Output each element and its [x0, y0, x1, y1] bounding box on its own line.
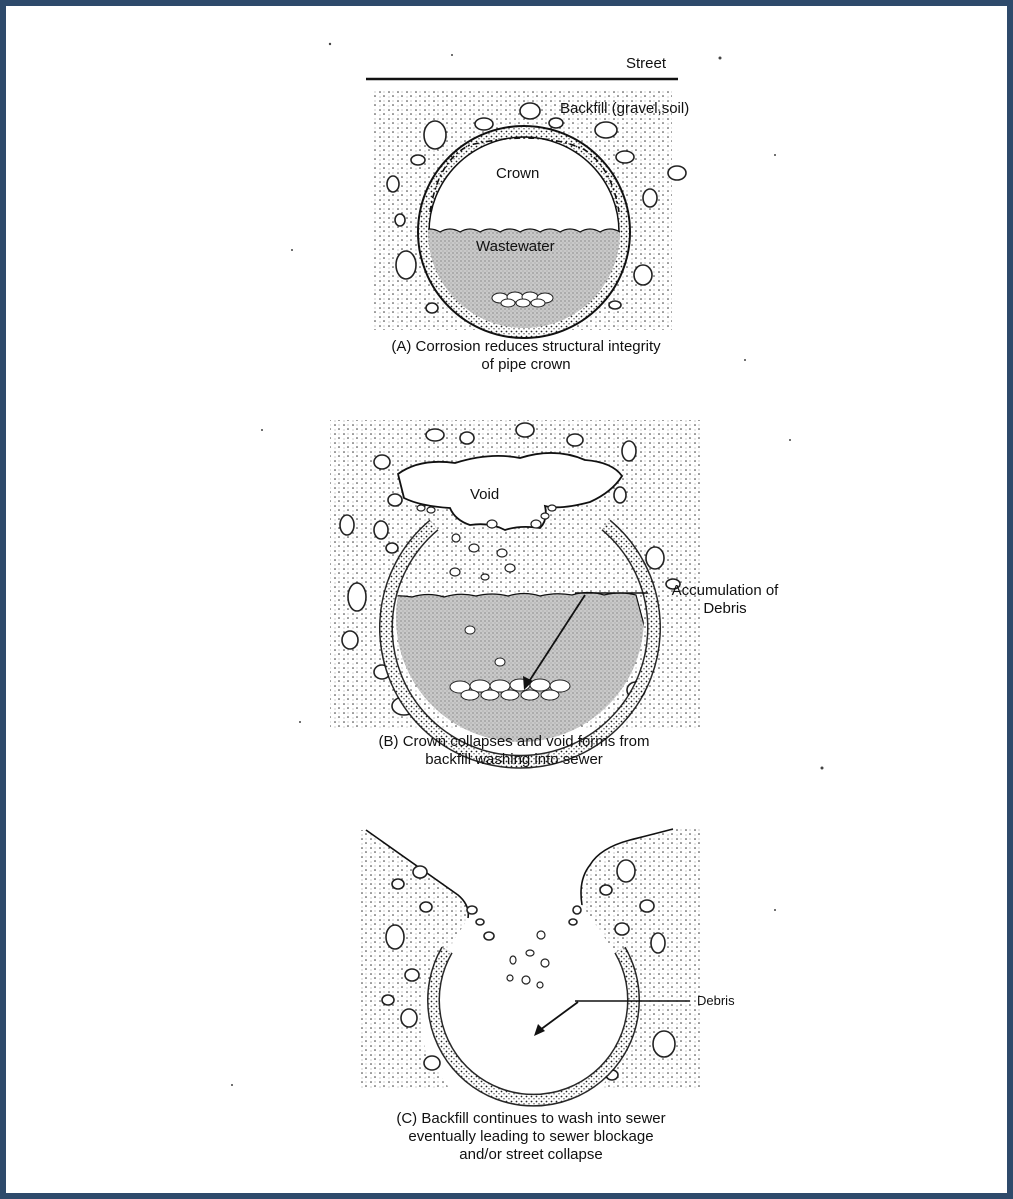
caption-c: (C) Backfill continues to wash into sewe…	[368, 1110, 694, 1164]
panel-a	[366, 79, 686, 340]
accumulation-label: Accumulation of Debris	[650, 582, 800, 618]
street-label: Street	[626, 55, 666, 73]
debris-label: Debris	[697, 992, 735, 1010]
caption-c-line2: eventually leading to sewer blockage	[368, 1128, 694, 1146]
caption-b: (B) Crown collapses and void forms from …	[318, 733, 710, 769]
crown-label: Crown	[496, 165, 539, 183]
caption-c-line1: (C) Backfill continues to wash into sewe…	[368, 1110, 694, 1128]
pipe-wall-c-fill	[433, 950, 633, 1100]
accumulation-label-line1: Accumulation of	[650, 582, 800, 600]
debris-arrowhead	[534, 1024, 545, 1036]
panel-c	[360, 829, 700, 1100]
void-label: Void	[470, 486, 499, 504]
debris-leader-arrow	[540, 1002, 578, 1030]
wastewater-label: Wastewater	[476, 238, 555, 256]
sediment-c	[476, 1044, 572, 1075]
backfill-soil-c-right	[581, 829, 700, 1090]
caption-b-line2: backfill washing into sewer	[318, 751, 710, 769]
caption-a-line1: (A) Corrosion reduces structural integri…	[354, 338, 698, 356]
accumulation-label-line2: Debris	[650, 600, 800, 618]
caption-b-line1: (B) Crown collapses and void forms from	[318, 733, 710, 751]
backfill-label: Backfill (gravel,soil)	[560, 100, 689, 118]
caption-c-line3: and/or street collapse	[368, 1146, 694, 1164]
falling-debris-c	[507, 931, 549, 988]
caption-a: (A) Corrosion reduces structural integri…	[354, 338, 698, 374]
caption-a-line2: of pipe crown	[354, 356, 698, 374]
panel-b	[330, 420, 700, 762]
